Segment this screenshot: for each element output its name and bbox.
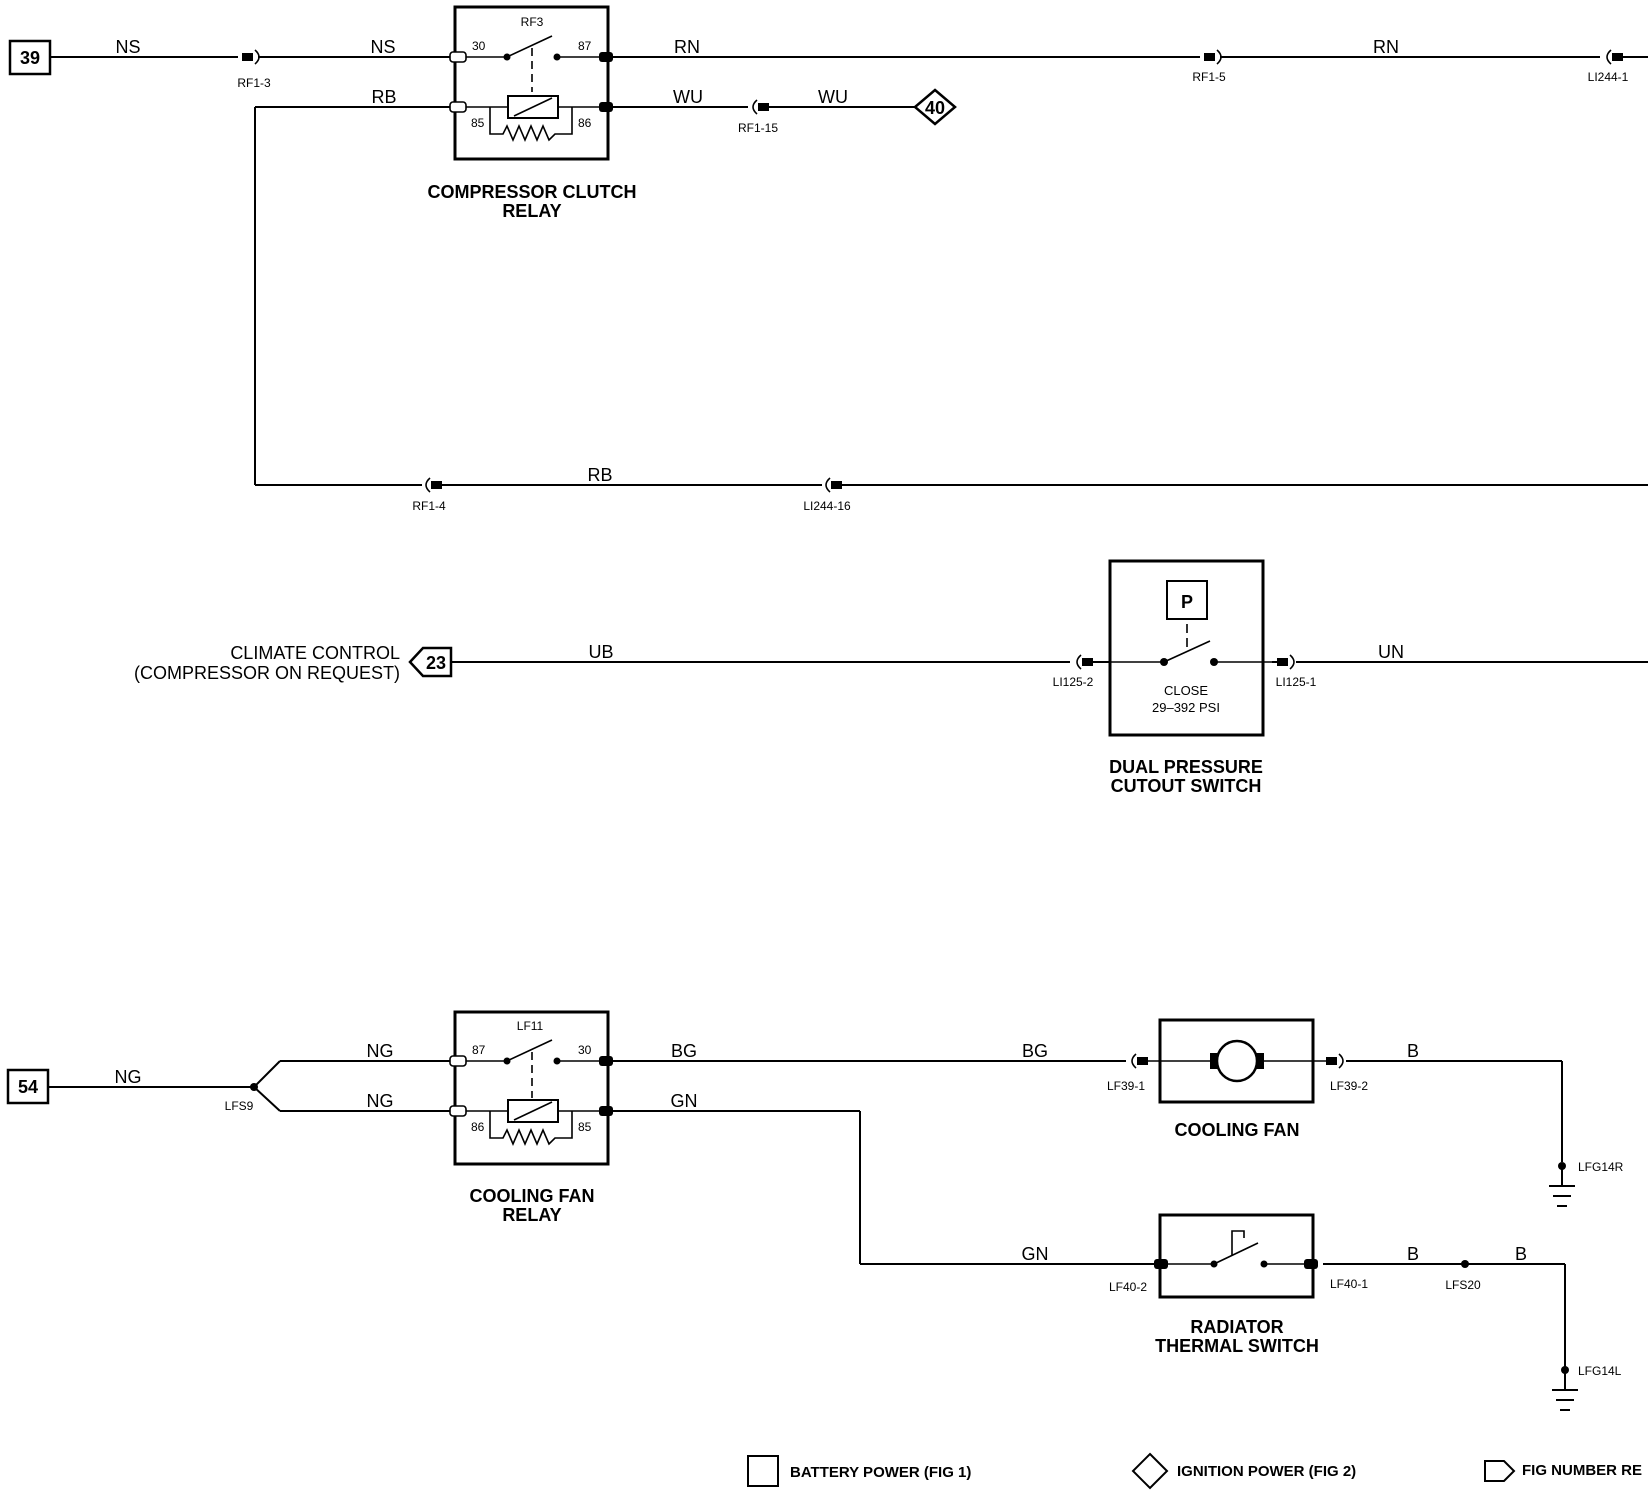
connector-label-lfs9: LFS9 [225, 1099, 254, 1113]
battery-power-ref-54: 54 [6, 1068, 50, 1105]
wire-label-ng-a: NG [115, 1067, 142, 1087]
thermal-switch-name-line2: THERMAL SWITCH [1155, 1336, 1319, 1356]
relay-name-line2: RELAY [502, 201, 561, 221]
connector-li125-2 [1076, 654, 1093, 670]
wire-label-wu-a: WU [673, 87, 703, 107]
pressure-switch-name-line1: DUAL PRESSURE [1109, 757, 1263, 777]
ref-23-label: 23 [426, 653, 446, 673]
connector-rf1-5 [1204, 49, 1222, 65]
climate-control-line2: (COMPRESSOR ON REQUEST) [134, 663, 400, 683]
fan-relay-name-line2: RELAY [502, 1205, 561, 1225]
pin-30-label: 30 [472, 39, 486, 53]
ref-39-label: 39 [20, 48, 40, 68]
dual-pressure-cutout-switch: P CLOSE 29–392 PSI DUAL PRESSURE CUTOUT … [1094, 559, 1276, 796]
fan-pin-30-label: 30 [578, 1043, 592, 1057]
pressure-spec-line2: 29–392 PSI [1152, 700, 1220, 715]
wire-label-gn-b: GN [1022, 1244, 1049, 1264]
compressor-circuit [50, 56, 1648, 486]
connector-label-lfg14r: LFG14R [1578, 1160, 1624, 1174]
cooling-fan-motor: COOLING FAN [1148, 1018, 1326, 1140]
cooling-fan-circuit [48, 1060, 1566, 1367]
relay-name-line1: COMPRESSOR CLUTCH [427, 182, 636, 202]
legend-fig-number-symbol [1484, 1460, 1516, 1482]
legend: BATTERY POWER (FIG 1) IGNITION POWER (FI… [747, 1452, 1642, 1490]
legend-ignition-symbol [1131, 1452, 1169, 1490]
pin-87-label: 87 [578, 39, 592, 53]
splice-lfs9 [250, 1083, 258, 1091]
pressure-switch-name-line2: CUTOUT SWITCH [1111, 776, 1262, 796]
climate-control-line1: CLIMATE CONTROL [230, 643, 400, 663]
connector-label-li244-1: LI244-1 [1588, 70, 1629, 84]
connector-label-lfs20: LFS20 [1445, 1278, 1481, 1292]
connector-label-lf39-2: LF39-2 [1330, 1079, 1368, 1093]
connector-label-li125-1: LI125-1 [1276, 675, 1317, 689]
pin-86-label: 86 [578, 116, 592, 130]
fan-pin-87-label: 87 [472, 1043, 486, 1057]
connector-li244-16 [825, 477, 842, 493]
wire-label-ub: UB [588, 642, 613, 662]
ground-lfg14r [1549, 1162, 1575, 1207]
cooling-fan-name: COOLING FAN [1175, 1120, 1300, 1140]
connector-label-lfg14l: LFG14L [1578, 1364, 1622, 1378]
connector-label-rf1-3: RF1-3 [237, 76, 271, 90]
fan-pin-86-label: 86 [471, 1120, 485, 1134]
battery-power-ref-39: 39 [8, 39, 52, 76]
legend-battery-label: BATTERY POWER (FIG 1) [790, 1464, 971, 1481]
connector-rf1-15 [752, 99, 769, 115]
wire-label-rn-a: RN [674, 37, 700, 57]
pressure-symbol-p: P [1181, 592, 1193, 612]
connector-label-rf1-4: RF1-4 [412, 499, 446, 513]
wire-label-b-c: B [1515, 1244, 1527, 1264]
wire-label-ng-c: NG [367, 1091, 394, 1111]
wire-label-wu-b: WU [818, 87, 848, 107]
wire-label-gn-a: GN [671, 1091, 698, 1111]
fan-pin-85-label: 85 [578, 1120, 592, 1134]
ref-40-label: 40 [925, 98, 945, 118]
wire-label-ns-b: NS [370, 37, 395, 57]
pin-85-label: 85 [471, 116, 485, 130]
ground-lfg14l [1552, 1366, 1578, 1411]
fan-relay-name-line1: COOLING FAN [470, 1186, 595, 1206]
legend-fig-number-label: FIG NUMBER RE [1522, 1462, 1642, 1479]
connector-label-rf1-5: RF1-5 [1192, 70, 1226, 84]
relay-id-lf11: LF11 [517, 1019, 544, 1033]
cooling-fan-relay: LF11 87 30 86 85 COOLING FAN RELAY [449, 1010, 613, 1225]
wire-label-bg-a: BG [671, 1041, 697, 1061]
connector-lf39-1 [1131, 1053, 1148, 1069]
legend-battery-symbol [747, 1455, 779, 1487]
ignition-power-ref-40: 40 [913, 88, 957, 126]
wire-label-bg-b: BG [1022, 1041, 1048, 1061]
legend-ignition-label: IGNITION POWER (FIG 2) [1177, 1463, 1356, 1480]
climate-control-block: CLIMATE CONTROL (COMPRESSOR ON REQUEST) … [134, 643, 453, 683]
compressor-clutch-relay: RF3 30 87 85 86 COMPRESSOR CLUTCH RELAY [427, 5, 637, 221]
relay-id-rf3: RF3 [521, 15, 544, 29]
pressure-spec-line1: CLOSE [1164, 683, 1208, 698]
connector-label-lf39-1: LF39-1 [1107, 1079, 1145, 1093]
radiator-thermal-switch: RADIATOR THERMAL SWITCH [1154, 1213, 1319, 1356]
wire-label-rb-b: RB [587, 465, 612, 485]
connector-li125-1 [1277, 654, 1295, 670]
connector-lf39-2 [1326, 1053, 1344, 1069]
wire-label-b-b: B [1407, 1244, 1419, 1264]
connector-rf1-3 [242, 49, 260, 65]
connector-label-lf40-1: LF40-1 [1330, 1277, 1368, 1291]
thermal-switch-name-line1: RADIATOR [1190, 1317, 1283, 1337]
wire-label-ng-b: NG [367, 1041, 394, 1061]
wire-label-rb-a: RB [371, 87, 396, 107]
connector-li244-1 [1606, 49, 1623, 65]
connector-label-rf1-15: RF1-15 [738, 121, 778, 135]
ref-54-label: 54 [18, 1077, 38, 1097]
connector-label-li244-16: LI244-16 [803, 499, 851, 513]
wire-label-ns-a: NS [115, 37, 140, 57]
connector-label-li125-2: LI125-2 [1053, 675, 1094, 689]
splice-lfs20 [1461, 1260, 1469, 1268]
wire-label-b-a: B [1407, 1041, 1419, 1061]
wire-label-un: UN [1378, 642, 1404, 662]
connector-label-lf40-2: LF40-2 [1109, 1280, 1147, 1294]
connector-rf1-4 [425, 477, 442, 493]
wire-label-rn-b: RN [1373, 37, 1399, 57]
